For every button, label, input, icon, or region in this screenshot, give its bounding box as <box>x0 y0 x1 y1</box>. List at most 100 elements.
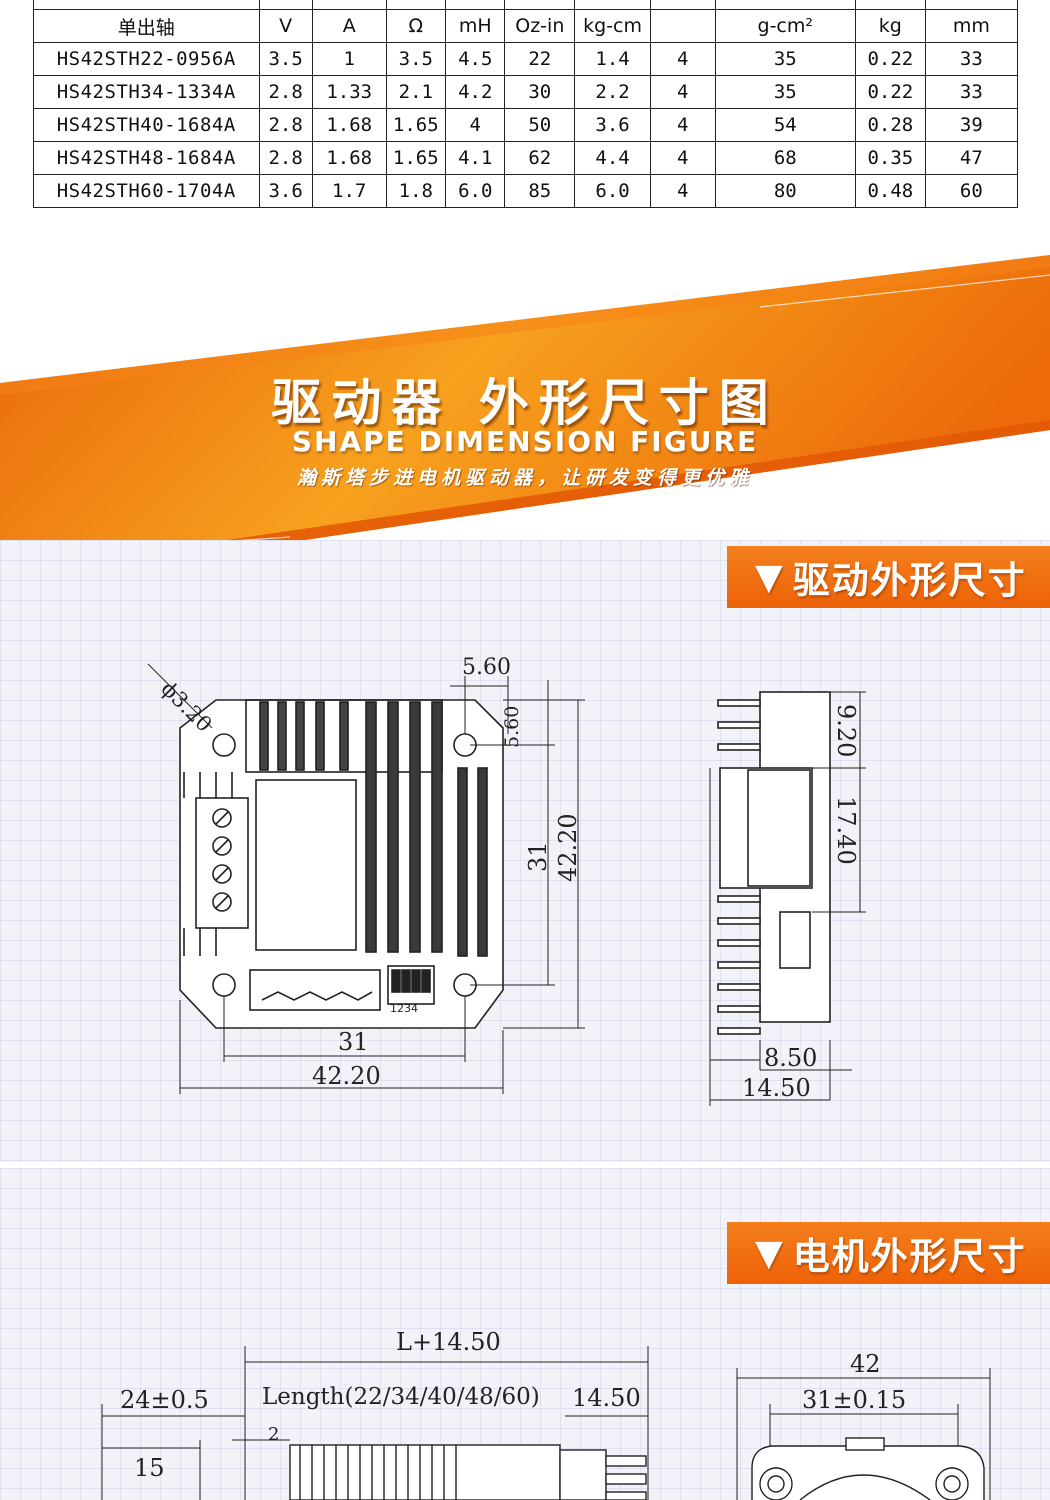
unit-cell <box>650 9 716 43</box>
table-unit-row: 单出轴 V A Ω mH Oz-in kg-cm g-cm² kg mm <box>33 9 1019 43</box>
terminal-screws <box>212 808 232 912</box>
dim-hole-pitch-v: 31 <box>524 841 552 872</box>
driver-side-view <box>717 691 831 1035</box>
dim-motor-hole-pitch: 31±0.15 <box>802 1386 906 1414</box>
banner-slogan: 瀚斯塔步进电机驱动器，让研发变得更优雅 <box>296 467 753 489</box>
unit-cell: kg-cm <box>574 9 651 43</box>
heatsink-fins <box>259 701 488 957</box>
driver-front-dimensions <box>147 663 585 1094</box>
model-cell: HS42STH34-1334A <box>33 75 260 109</box>
dim-motor-length: Length(22/34/40/48/60) <box>262 1384 540 1410</box>
dim-motor-rear: 14.50 <box>572 1384 641 1412</box>
connector-pins <box>261 991 373 1001</box>
dim-overall-h: 42.20 <box>312 1062 381 1090</box>
mounting-hole <box>212 733 236 757</box>
driver-section-tag: ▼ 驱动外形尺寸 <box>727 546 1050 608</box>
table-cell: 6.0 <box>445 174 506 208</box>
table-cell: 1.65 <box>385 108 447 142</box>
unit-cell: g-cm² <box>714 9 856 43</box>
model-cell: HS42STH60-1704A <box>33 174 260 208</box>
model-cell: HS42STH48-1684A <box>33 141 260 175</box>
table-cell: 1.7 <box>311 174 387 208</box>
table-cell: 54 <box>714 108 856 142</box>
unit-cell: V <box>258 9 313 43</box>
dim-side-mid: 17.40 <box>832 796 860 865</box>
table-cell: 2.8 <box>258 141 313 175</box>
table-cell: 2.2 <box>574 75 651 109</box>
table-cell: 68 <box>714 141 856 175</box>
motor-side-body <box>289 1444 647 1500</box>
unit-cell: mH <box>445 9 506 43</box>
table-cell: 0.35 <box>854 141 926 175</box>
banner-streak <box>759 274 1050 308</box>
table-cell: 4 <box>445 108 506 142</box>
table-cell: 4 <box>650 108 716 142</box>
table-row: HS42STH40-1684A 2.8 1.68 1.65 4 50 3.6 4… <box>33 108 1019 142</box>
chip-area <box>255 779 357 951</box>
dim-overall-v: 42.20 <box>554 813 582 882</box>
dim-hole-pitch-h: 31 <box>338 1028 369 1056</box>
dim-motor-width: 42 <box>850 1350 881 1378</box>
table-header-row <box>33 0 1019 10</box>
banner-subtitle: SHAPE DIMENSION FIGURE <box>291 425 759 458</box>
table-cell: 4.5 <box>445 42 506 76</box>
dim-motor-boss: 2 <box>268 1424 279 1445</box>
table-cell: 39 <box>924 108 1019 142</box>
table-cell: 4.1 <box>445 141 506 175</box>
table-cell: 4.2 <box>445 75 506 109</box>
dim-side-total: 14.50 <box>742 1074 811 1102</box>
table-cell: 80 <box>714 174 856 208</box>
motor-front-body <box>751 1437 985 1500</box>
dim-side-top: 9.20 <box>832 704 860 757</box>
motor-section-tag: ▼ 电机外形尺寸 <box>727 1222 1050 1284</box>
table-cell: 0.28 <box>854 108 926 142</box>
table-cell: 0.22 <box>854 42 926 76</box>
driver-drawing: ϕ3.20 5.60 5.60 31 42.20 31 42.20 1234 9… <box>147 655 866 1106</box>
table-cell: 50 <box>504 108 576 142</box>
table-cell: 85 <box>504 174 576 208</box>
table-cell: 1.8 <box>385 174 447 208</box>
table-cell: 4 <box>650 75 716 109</box>
down-triangle-icon: ▼ <box>755 556 785 598</box>
dip-switch-labels: 1234 <box>390 1002 418 1015</box>
table-cell: 33 <box>924 75 1019 109</box>
table-cell: 35 <box>714 75 856 109</box>
table-cell: 6.0 <box>574 174 651 208</box>
table-cell: 30 <box>504 75 576 109</box>
table-cell: 3.5 <box>258 42 313 76</box>
table-cell: 33 <box>924 42 1019 76</box>
dim-top-offset: 5.60 <box>462 655 511 680</box>
table-row: HS42STH22-0956A 3.5 1 3.5 4.5 22 1.4 4 3… <box>33 42 1019 76</box>
table-cell: 47 <box>924 141 1019 175</box>
down-triangle-icon: ▼ <box>755 1232 785 1274</box>
dim-motor-shaft: 24±0.5 <box>120 1386 209 1414</box>
unit-cell: 单出轴 <box>33 9 260 43</box>
dim-side-offset: 5.60 <box>501 706 523 748</box>
banner-band <box>0 255 1050 585</box>
table-row: HS42STH34-1334A 2.8 1.33 2.1 4.2 30 2.2 … <box>33 75 1019 109</box>
driver-side-dimensions <box>709 691 866 1106</box>
table-cell: 4 <box>650 141 716 175</box>
motor-drawing: L+14.50 24±0.5 Length(22/34/40/48/60) 14… <box>101 1328 991 1500</box>
table-cell: 0.48 <box>854 174 926 208</box>
unit-cell: Oz-in <box>504 9 576 43</box>
table-cell: 1 <box>311 42 387 76</box>
terminal-block <box>195 797 249 929</box>
spec-table: 单出轴 V A Ω mH Oz-in kg-cm g-cm² kg mm HS4… <box>33 0 1019 208</box>
dim-motor-total: L+14.50 <box>396 1328 501 1356</box>
model-cell: HS42STH22-0956A <box>33 42 260 76</box>
driver-board-outline <box>179 699 504 1029</box>
table-cell: 2.8 <box>258 75 313 109</box>
table-cell: 2.8 <box>258 108 313 142</box>
table-cell: 3.5 <box>385 42 447 76</box>
table-cell: 2.1 <box>385 75 447 109</box>
table-cell: 4 <box>650 174 716 208</box>
banner-stripe <box>0 255 1050 395</box>
table-cell: 4 <box>650 42 716 76</box>
table-cell: 1.33 <box>311 75 387 109</box>
motor-section-title: 电机外形尺寸 <box>792 1235 1027 1278</box>
driver-dimension-panel <box>0 540 1050 1162</box>
table-row: HS42STH48-1684A 2.8 1.68 1.65 4.1 62 4.4… <box>33 141 1019 175</box>
table-cell: 3.6 <box>258 174 313 208</box>
table-cell: 4.4 <box>574 141 651 175</box>
